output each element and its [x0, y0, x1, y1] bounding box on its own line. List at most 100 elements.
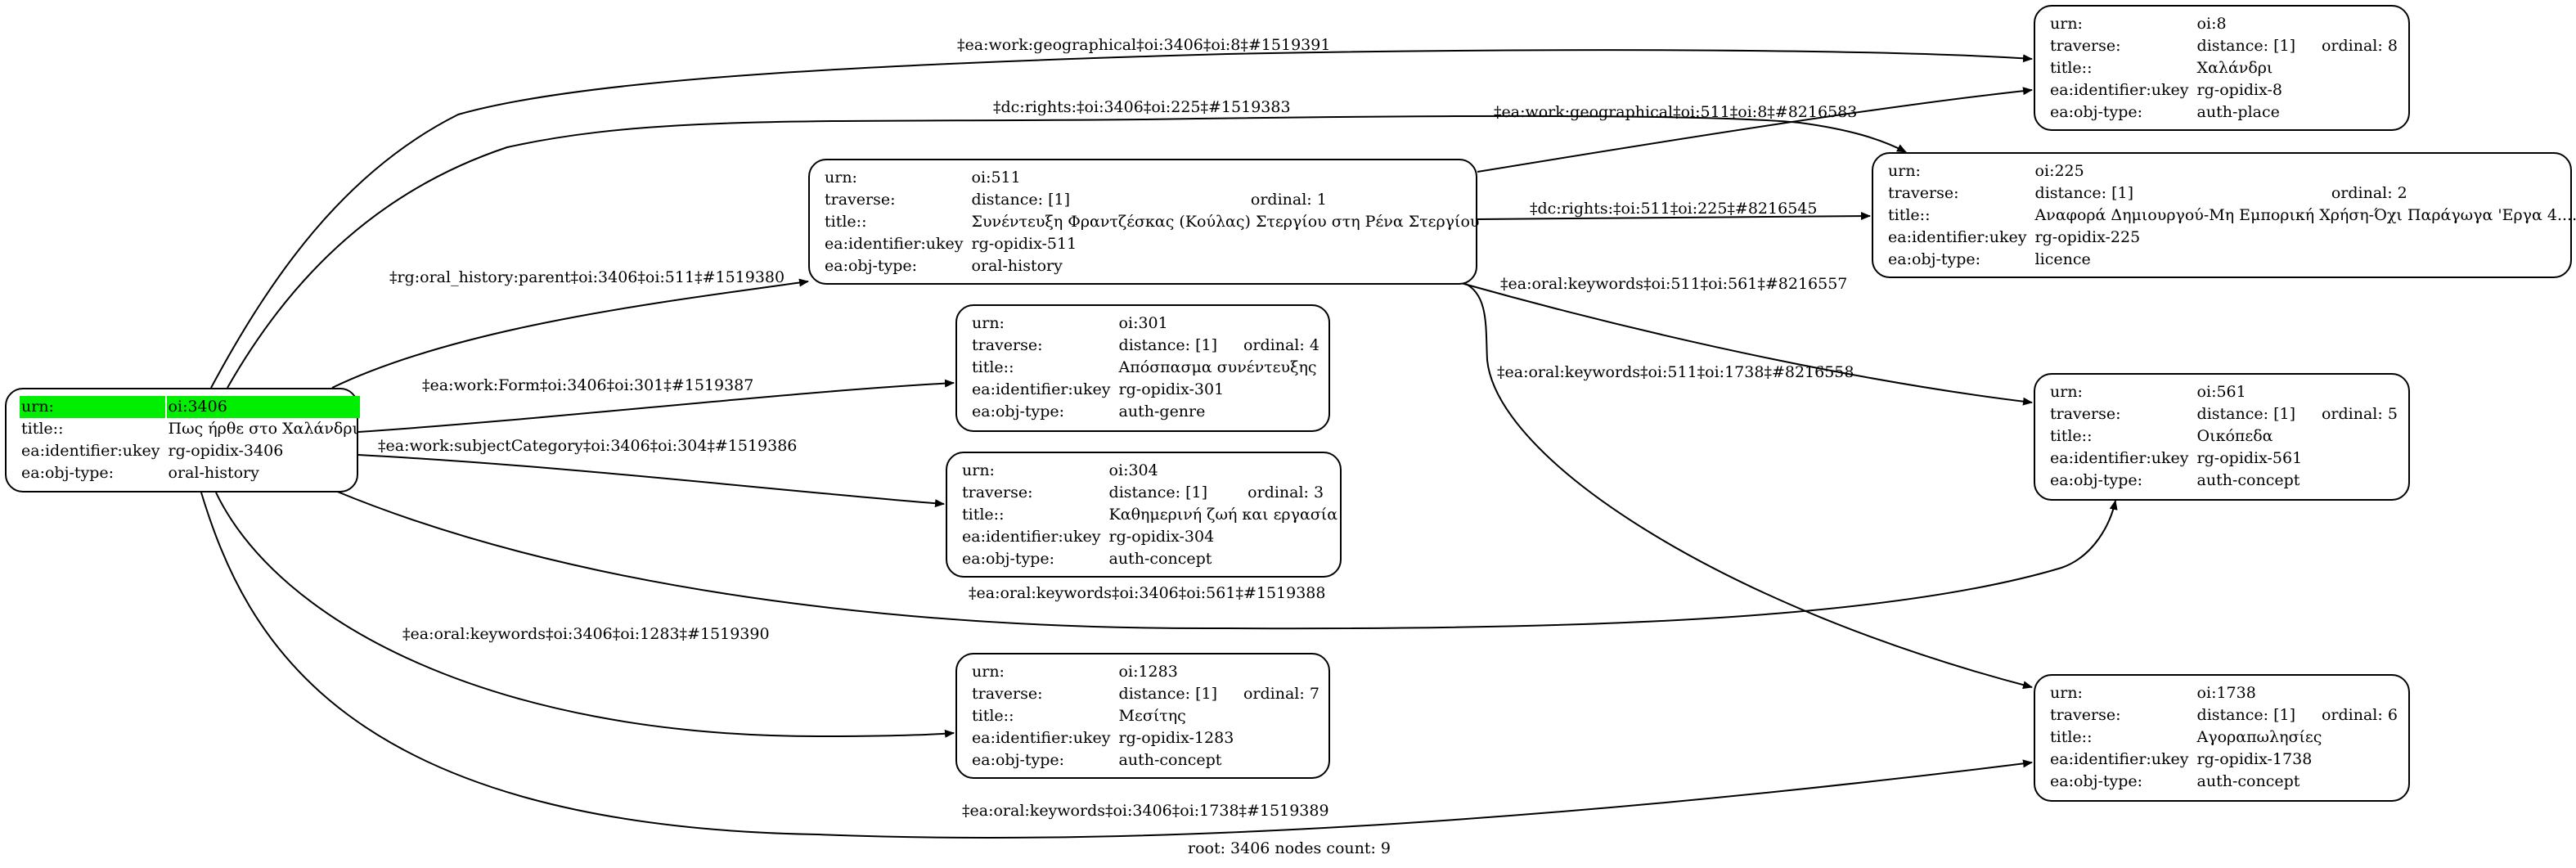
urn-value: oi:1283: [1118, 663, 1178, 681]
node-304[interactable]: urn: oi:304 traverse:distance: [1]ordinal:…: [946, 452, 1342, 578]
ukey-row: ea:identifier:ukey rg-opidix-8: [2048, 79, 2399, 101]
title-key: title::: [972, 358, 1014, 376]
edge-3406-301: [357, 379, 955, 433]
ordinal-value: ordinal: 6: [2321, 706, 2398, 724]
edge-3406-1738: [200, 492, 2033, 839]
node-1283[interactable]: urn: oi:1283 traverse: distance: [1] ordinal…: [955, 653, 1330, 779]
title-value: Οικόπεδα: [2196, 427, 2273, 445]
ukey-key: ea:identifier:ukey: [2050, 81, 2189, 99]
distance-value: distance: [1]: [1118, 685, 1217, 703]
edge-label-3406-8: ‡ea:work:geographical‡oi:3406‡oi:8‡#1519…: [957, 36, 1331, 54]
title-value: Πως ήρθε στο Χαλάνδρι: [168, 420, 358, 438]
traverse-row: traverse:distance: [1]ordinal: 3: [960, 482, 1339, 504]
traverse-row: traverse:distance: [1]ordinal: 5: [2048, 403, 2399, 425]
urn-key: urn:: [20, 396, 165, 418]
title-key: title::: [2050, 59, 2093, 77]
objtype-key: ea:obj-type:: [962, 550, 1055, 568]
title-row: title::Καθημερινή ζωή και εργασία: [960, 504, 1339, 526]
ukey-value: rg-opidix-1738: [2196, 750, 2313, 768]
edge-label-511-561: ‡ea:oral:keywords‡oi:511‡oi:561‡#8216557: [1500, 275, 1848, 293]
edge-511-561: [1460, 282, 2033, 406]
urn-row: urn:oi:561: [2048, 381, 2399, 403]
urn-key: urn:: [2050, 15, 2083, 33]
title-key: title::: [2050, 728, 2093, 746]
objtype-key: ea:obj-type:: [825, 257, 918, 275]
ukey-key: ea:identifier:ukey: [1888, 228, 2027, 246]
edge-label-3406-301: ‡ea:work:Form‡oi:3406‡oi:301‡#1519387: [422, 376, 754, 394]
objtype-key: ea:obj-type:: [2050, 772, 2143, 790]
title-row: title::Μεσίτης: [970, 705, 1321, 727]
title-value: Καθημερινή ζωή και εργασία: [1108, 506, 1338, 524]
urn-key: urn:: [972, 314, 1005, 332]
title-value: Αναφορά Δημιουργού-Μη Εμπορική Χρήση-Όχι…: [2034, 206, 2576, 224]
edge-label-3406-304: ‡ea:work:subjectCategory‡oi:3406‡oi:304‡…: [378, 437, 798, 455]
distance-value: distance: [1]: [2034, 184, 2133, 202]
urn-row: urn:oi:1738: [2048, 682, 2399, 704]
traverse-key: traverse:: [972, 685, 1043, 703]
edge-label-511-8: ‡ea:work:geographical‡oi:511‡oi:8‡#82165…: [1494, 103, 1858, 121]
objtype-row: ea:obj-type:oral-history: [823, 255, 1481, 277]
objtype-row: ea:obj-type:auth-concept: [970, 749, 1321, 771]
ukey-value: rg-opidix-225: [2034, 228, 2141, 246]
distance-value: distance: [1]: [2196, 405, 2295, 423]
urn-row: urn:oi:225: [1886, 160, 2576, 182]
edge-511-1738: [1463, 282, 2033, 690]
ukey-value: rg-opidix-304: [1108, 528, 1215, 546]
urn-key: urn:: [962, 461, 995, 479]
traverse-key: traverse:: [962, 483, 1033, 501]
traverse-row: traverse: distance: [1] ordinal: 7: [970, 683, 1321, 705]
ukey-value: rg-opidix-8: [2196, 81, 2283, 99]
urn-value: oi:304: [1108, 461, 1158, 479]
graph-footer-summary: root: 3406 nodes count: 9: [1188, 839, 1391, 857]
title-key: title::: [21, 420, 64, 438]
title-key: title::: [962, 506, 1005, 524]
edge-label-3406-1283: ‡ea:oral:keywords‡oi:3406‡oi:1283‡#15193…: [402, 625, 770, 643]
title-key: title::: [2050, 427, 2093, 445]
urn-key: urn:: [2050, 383, 2083, 401]
ukey-key: ea:identifier:ukey: [21, 442, 160, 460]
title-row: title::Συνέντευξη Φραντζέσκας (Κούλας) Σ…: [823, 211, 1481, 233]
traverse-row: traverse:distance: [1]ordinal: 6: [2048, 704, 2399, 726]
ukey-row: ea:identifier:ukey rg-opidix-225: [1886, 227, 2576, 249]
ordinal-value: ordinal: 7: [1243, 685, 1319, 703]
urn-key: urn:: [825, 169, 857, 187]
traverse-key: traverse:: [2050, 405, 2121, 423]
title-value: Απόσπασμα συνέντευξης: [1118, 358, 1317, 376]
root-title-row: title:: Πως ήρθε στο Χαλάνδρι: [20, 418, 360, 440]
urn-row: urn: oi:1283: [970, 661, 1321, 683]
ordinal-value: ordinal: 4: [1243, 336, 1319, 354]
objtype-value: auth-place: [2196, 103, 2280, 121]
distance-value: distance: [1]: [2196, 706, 2295, 724]
objtype-row: ea:obj-type:auth-concept: [960, 548, 1339, 570]
ukey-key: ea:identifier:ukey: [972, 380, 1111, 398]
urn-row: urn:oi:511: [823, 167, 1481, 189]
ukey-value: rg-opidix-3406: [168, 442, 284, 460]
urn-value: oi:301: [1118, 314, 1168, 332]
urn-key: urn:: [972, 663, 1005, 681]
title-row: title::Απόσπασμα συνέντευξης: [970, 357, 1321, 379]
objtype-value: licence: [2034, 250, 2091, 268]
urn-row: urn: oi:301: [970, 313, 1321, 335]
ordinal-value: ordinal: 2: [2331, 184, 2407, 202]
objtype-row: ea:obj-type:auth-genre: [970, 401, 1321, 423]
title-key: title::: [1888, 206, 1931, 224]
title-row: title::Αγοραπωλησίες: [2048, 726, 2399, 749]
root-node-3406[interactable]: urn: oi:3406 title:: Πως ήρθε στο Χαλάνδ…: [5, 388, 360, 492]
root-urn-row: urn: oi:3406: [20, 396, 360, 418]
urn-value: oi:1738: [2196, 684, 2256, 702]
objtype-key: ea:obj-type:: [21, 464, 115, 482]
title-value: Μεσίτης: [1118, 707, 1186, 725]
title-key: title::: [972, 707, 1014, 725]
urn-value: oi:8: [2196, 15, 2227, 33]
title-value: Συνέντευξη Φραντζέσκας (Κούλας) Στεργίου…: [971, 213, 1480, 231]
objtype-key: ea:obj-type:: [1888, 250, 1981, 268]
edge-label-3406-561: ‡ea:oral:keywords‡oi:3406‡oi:561‡#151938…: [969, 584, 1326, 602]
